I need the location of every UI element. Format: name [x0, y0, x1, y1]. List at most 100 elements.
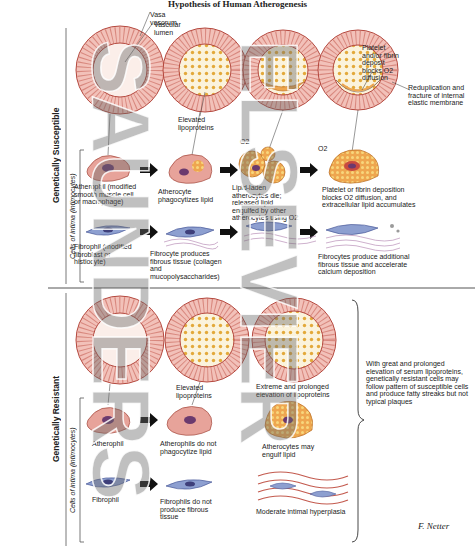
lipid-laden-atherocyte — [265, 401, 313, 438]
fibrophil-cell — [103, 228, 113, 233]
artery-section — [342, 84, 374, 91]
artery-section — [173, 306, 241, 374]
note-bracket — [352, 300, 364, 542]
oxygen-label: O2 — [318, 145, 332, 153]
artery-section — [243, 30, 323, 110]
lipid-laden-atherocyte — [265, 401, 313, 438]
cell-label: Atherophils do not phagocytize lipid — [160, 440, 224, 455]
band-divider — [66, 293, 67, 546]
sub-band: Cells of intima (intimocytes) — [66, 398, 79, 542]
leader-line — [200, 92, 205, 116]
fibrophil-cell — [86, 226, 130, 235]
cell-label: Fibrophils do not produce fibrous tissue — [160, 498, 224, 521]
lipid-laden-atherocyte — [261, 147, 275, 161]
artery-section — [336, 80, 380, 92]
artery-section — [258, 45, 308, 95]
leader-line — [352, 110, 358, 152]
band-label: Genetically Susceptible — [48, 24, 64, 286]
artery-section — [76, 296, 164, 384]
atherophil-cell — [87, 156, 130, 182]
artery-section — [243, 30, 323, 110]
artery-section — [171, 36, 239, 104]
annotation: Reduplication and fracture of internal e… — [408, 84, 472, 107]
lipid-laden-atherocyte — [263, 161, 285, 183]
atherophil-cell — [167, 407, 212, 436]
leader-line — [125, 24, 152, 62]
fibrous-tissue — [244, 233, 400, 251]
annotation: Elevated lipoproteins — [176, 384, 236, 399]
atherocyte-cell — [169, 155, 212, 184]
process-arrow — [220, 225, 238, 239]
artery-section — [179, 44, 231, 96]
artery-section — [252, 298, 336, 382]
cell-label: Lipid-laden atherocytes die; released li… — [232, 184, 300, 222]
annotation: Platelet and/or fibrin deposit blocks O2… — [362, 44, 404, 82]
artist-signature: F. Netter — [418, 522, 470, 532]
vessel-label: Vascular lumen — [154, 21, 192, 36]
artery-section — [163, 28, 247, 112]
lipid-laden-atherocyte — [283, 417, 293, 424]
fibrous-tissue — [326, 224, 378, 234]
fibrophil-cell — [86, 478, 212, 489]
artery-section — [251, 38, 315, 102]
atherocyte-cell — [179, 169, 189, 176]
leader-line — [108, 12, 410, 155]
atherophil-cell — [102, 416, 114, 424]
process-arrow — [140, 163, 158, 177]
leader-line — [392, 82, 410, 90]
atherocyte-cell — [169, 155, 212, 184]
diagram-title: Hypothesis of Human Atherogenesis — [0, 0, 475, 10]
artery-section — [265, 311, 323, 369]
process-arrow — [300, 163, 318, 177]
annotation: Elevated lipoproteins — [178, 116, 228, 131]
process-arrow — [140, 163, 318, 239]
cell-label: Atherocyte phagocytizes lipid — [158, 188, 214, 203]
cell-label: Moderate intimal hyperplasia — [256, 508, 348, 516]
artery-section — [180, 313, 234, 367]
annotation: Extreme and prolonged elevation of lipop… — [256, 383, 340, 398]
band-label: Cells of intima (intimocytes) — [66, 398, 79, 542]
fibrous-tissue — [396, 229, 399, 232]
atherophil-cell — [87, 408, 130, 434]
artery-section — [165, 298, 249, 382]
platelet-deposit — [329, 150, 379, 183]
cell-label: Atherophil (modified smooth muscle cell … — [74, 183, 138, 206]
artery-section — [165, 298, 249, 382]
artery-section — [93, 43, 147, 97]
band-label: Genetically Resistant — [48, 292, 64, 546]
process-arrow — [300, 225, 318, 239]
artery-section — [262, 82, 304, 91]
artery-section — [252, 298, 336, 382]
leader-line — [108, 384, 110, 405]
group-band: Genetically ResistantCells of intima (in… — [48, 292, 64, 546]
fibrous-tissue — [246, 222, 292, 231]
cell-label: Fibrophil (modified fibroblast or histio… — [74, 243, 136, 266]
watermark: SAUNDERS — [80, 40, 162, 500]
process-arrow — [140, 413, 158, 427]
lipid-laden-atherocyte — [239, 147, 285, 183]
atherocyte-cell — [192, 160, 204, 172]
fibrocyte-cell — [164, 239, 218, 249]
fibrophil-cell — [86, 478, 130, 487]
band-divider — [66, 28, 67, 284]
fibrocyte-cell — [166, 227, 214, 237]
leader-line — [140, 12, 150, 36]
cell-label: Atherocytes may engulf lipid — [262, 443, 332, 458]
note-bracket — [352, 300, 364, 542]
cell-label: Atherophil — [92, 440, 142, 448]
artery-section — [93, 313, 147, 367]
group-band: Genetically SusceptibleCells of intima (… — [48, 24, 64, 286]
platelet-deposit — [329, 150, 379, 183]
lipid-laden-atherocyte — [252, 165, 260, 171]
artery-section — [85, 35, 155, 105]
leader-line — [108, 114, 110, 155]
fibrous-tissue — [244, 222, 400, 251]
atherophil-cell — [87, 407, 212, 436]
fibrous-tissue — [390, 224, 394, 228]
atherophil-cell — [87, 156, 130, 182]
oxygen-label: O2 — [240, 138, 254, 146]
atherophil-cell — [184, 416, 196, 424]
leader-line — [268, 110, 283, 152]
cell-label: Fibrophil — [92, 496, 142, 504]
